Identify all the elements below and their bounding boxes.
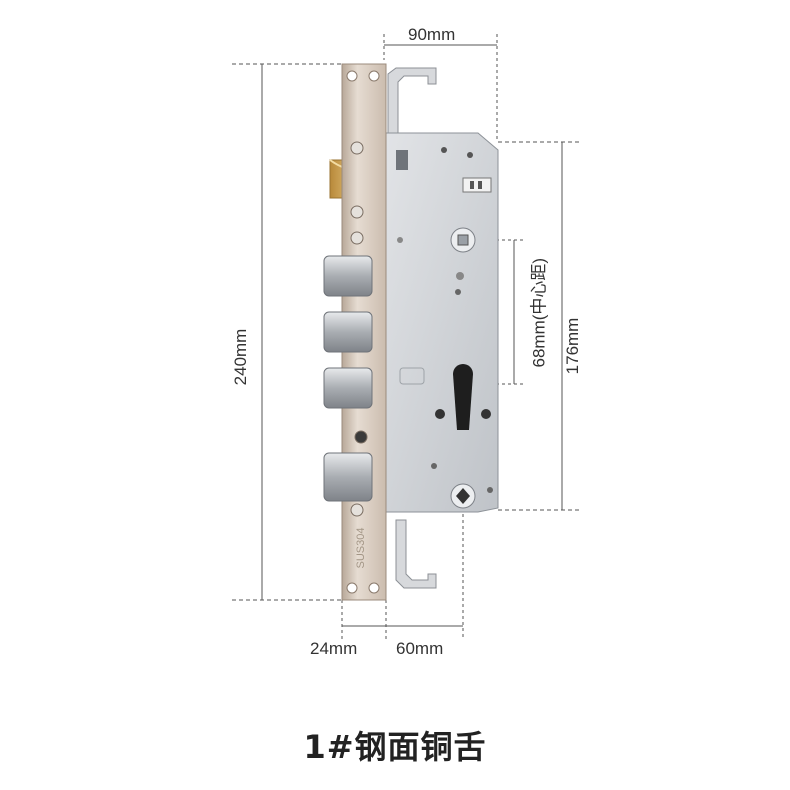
center-distance-note: (中心距): [529, 257, 549, 321]
mounting-hooks: [387, 67, 437, 589]
dimension-height-total: 240mm: [231, 328, 250, 386]
deadbolt-2: [323, 311, 373, 353]
lock-body: [382, 132, 499, 513]
deadbolt-1: [323, 255, 373, 297]
dimension-mount-height: 176mm: [563, 317, 582, 375]
deadbolts: [323, 255, 373, 502]
dimension-width-top: 90mm: [408, 25, 456, 44]
faceplate-stamp: SUS304: [355, 528, 367, 569]
dimension-backset: 60mm: [396, 639, 444, 658]
deadbolt-4: [323, 452, 373, 502]
dimension-center-distance: 68mm(中心距): [525, 258, 550, 368]
center-distance-value: 68mm: [529, 320, 549, 368]
dimension-faceplate-width: 24mm: [310, 639, 358, 658]
deadbolt-3: [323, 367, 373, 409]
dimension-lines: [232, 34, 582, 640]
product-caption: 1#钢面铜舌: [303, 728, 487, 766]
